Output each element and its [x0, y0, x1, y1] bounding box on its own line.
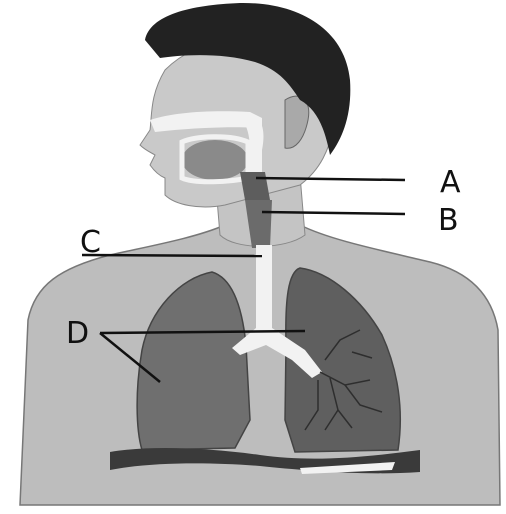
- label-a: A: [440, 165, 461, 200]
- label-c: C: [80, 225, 101, 260]
- label-b: B: [438, 203, 459, 238]
- label-d: D: [66, 316, 89, 351]
- leader-line-c: [82, 255, 262, 256]
